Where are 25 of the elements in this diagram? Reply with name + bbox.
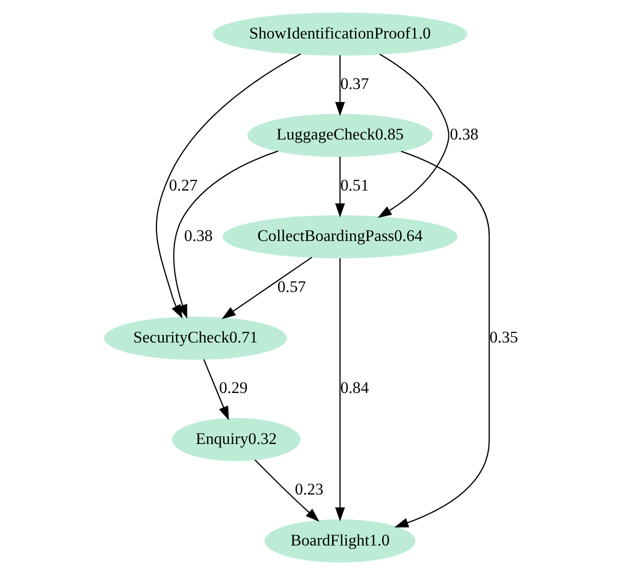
edge-label: 0.57 xyxy=(277,276,306,296)
arrow xyxy=(378,54,450,218)
node-ellipse: Enquiry0.32 xyxy=(172,418,301,462)
node-ellipse: SecurityCheck0.71 xyxy=(104,316,288,360)
arrow xyxy=(203,359,229,420)
node-ellipse: LuggageCheck0.85 xyxy=(247,114,433,157)
edge-label: 0.84 xyxy=(340,378,369,398)
edge-label: 0.38 xyxy=(450,124,478,144)
arrow xyxy=(394,150,490,528)
arrow xyxy=(335,156,345,218)
edge-label: 0.27 xyxy=(169,175,198,194)
node-ellipse: ShowIdentificationProof1.0 xyxy=(212,12,468,56)
arrow xyxy=(254,460,320,522)
edge-label: 0.35 xyxy=(490,328,518,347)
edge-label: 0.29 xyxy=(219,378,248,398)
node-ellipse: CollectBoardingPass0.64 xyxy=(222,215,458,258)
edge-label: 0.23 xyxy=(294,480,324,499)
edge-label: 0.38 xyxy=(184,226,213,246)
edge-label: 0.51 xyxy=(340,175,369,194)
arrow xyxy=(335,55,345,116)
edge-label: 0.37 xyxy=(340,74,369,94)
arrow xyxy=(173,150,278,319)
arrow xyxy=(156,54,301,319)
arrow xyxy=(335,258,345,522)
arrow xyxy=(222,256,312,320)
